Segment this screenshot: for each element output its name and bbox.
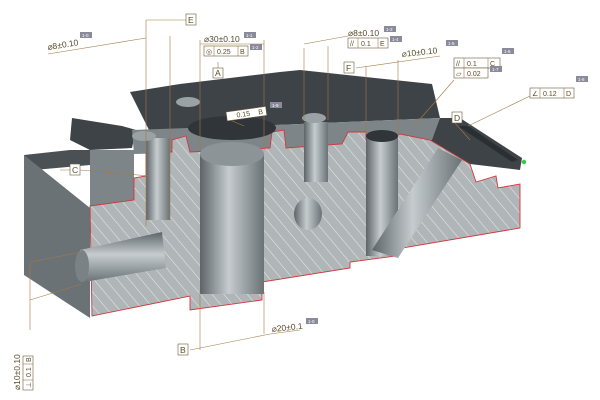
svg-text:1-4: 1-4 xyxy=(392,37,399,42)
svg-text:1-5: 1-5 xyxy=(448,41,455,46)
top-face-right-rail xyxy=(430,118,522,170)
svg-text:0.1: 0.1 xyxy=(361,41,371,48)
svg-text:0.02: 0.02 xyxy=(467,71,481,78)
front-left-step xyxy=(90,150,134,206)
datum-a-box xyxy=(212,67,224,79)
svg-text://: // xyxy=(350,41,354,48)
annotation-labels: ⌀8±0.10 1-0 E ⌀30±0.10 1-1 ◎ 0.25 B 1-2 … xyxy=(12,13,588,391)
dim-d10-left: ⌀10±0.10 xyxy=(12,354,22,390)
bore-center-30 xyxy=(200,154,264,294)
datum-f-box xyxy=(343,61,355,74)
datum-a: A xyxy=(215,68,221,78)
datum-f: F xyxy=(346,63,351,73)
svg-text:1-6: 1-6 xyxy=(504,49,511,54)
bore-side-hole xyxy=(294,198,322,230)
bore-right-10-top xyxy=(366,130,398,142)
datum-d-box xyxy=(451,111,463,124)
part-body[interactable] xyxy=(24,70,527,318)
svg-text:∠: ∠ xyxy=(532,90,538,98)
svg-text:0.25: 0.25 xyxy=(217,49,231,56)
bore-angled xyxy=(372,148,462,258)
svg-text:⊥: ⊥ xyxy=(26,382,33,388)
rail-groove xyxy=(458,126,518,162)
svg-text:1-8: 1-8 xyxy=(578,77,585,82)
datum-b: B xyxy=(180,345,186,355)
svg-text:C: C xyxy=(490,61,495,68)
bore-horizontal-end xyxy=(75,250,89,282)
top-hole-small-b xyxy=(176,97,200,107)
top-face-main xyxy=(130,70,440,132)
svg-text:D: D xyxy=(566,91,571,98)
fcf-perpendicular xyxy=(22,355,34,391)
top-hole-small-c xyxy=(302,113,326,123)
dim-d10-right: ⌀10±0.10 xyxy=(401,45,438,59)
datum-d: D xyxy=(454,113,460,123)
svg-text:0.12: 0.12 xyxy=(543,91,557,98)
dim-d8-left: ⌀8±0.10 xyxy=(47,37,80,52)
svg-text:E: E xyxy=(380,41,385,48)
svg-text:B: B xyxy=(26,357,33,362)
left-side-face xyxy=(24,155,90,318)
fcf-inner xyxy=(225,106,268,122)
fcf-angular-d xyxy=(529,87,575,99)
bore-left-8 xyxy=(146,138,170,220)
svg-text:1-0: 1-0 xyxy=(308,319,315,324)
svg-text:1-2: 1-2 xyxy=(252,45,259,50)
fcf-concentric xyxy=(203,45,249,57)
datum-e-box xyxy=(185,13,197,26)
datum-b-box xyxy=(177,343,189,356)
fcf-parallel-e xyxy=(347,37,389,49)
svg-text:0.15: 0.15 xyxy=(236,111,251,120)
svg-text:◎: ◎ xyxy=(206,49,212,56)
top-hole-small-a xyxy=(132,131,156,141)
datum-e: E xyxy=(188,15,194,25)
svg-text:1-0: 1-0 xyxy=(82,33,89,38)
svg-text:0.1: 0.1 xyxy=(467,61,477,68)
dim-d20: ⌀20±0.1 xyxy=(271,321,303,334)
leader-lines xyxy=(29,19,531,351)
dim-d8-right: ⌀8±0.10 xyxy=(348,28,379,38)
svg-text:1-9: 1-9 xyxy=(272,103,279,108)
svg-text://: // xyxy=(456,61,460,68)
svg-text:0.1: 0.1 xyxy=(26,367,33,377)
svg-text:B: B xyxy=(258,109,264,117)
bore-center-top xyxy=(200,142,264,166)
dim-d30: ⌀30±0.10 xyxy=(204,34,240,44)
fcf-flatness xyxy=(453,67,489,79)
bore-horizontal-10 xyxy=(80,232,166,282)
svg-text:1-7: 1-7 xyxy=(492,67,499,72)
top-face-left-step xyxy=(70,118,136,150)
bore-right-8 xyxy=(304,122,328,182)
bore-center-rim xyxy=(188,116,276,140)
svg-text:▱: ▱ xyxy=(456,71,462,78)
origin-marker xyxy=(521,159,527,165)
svg-text:1-1: 1-1 xyxy=(246,33,253,38)
svg-text:B: B xyxy=(240,49,245,56)
datum-c-box xyxy=(69,163,81,176)
svg-text:1-3: 1-3 xyxy=(386,27,393,32)
datum-c: C xyxy=(72,165,78,175)
